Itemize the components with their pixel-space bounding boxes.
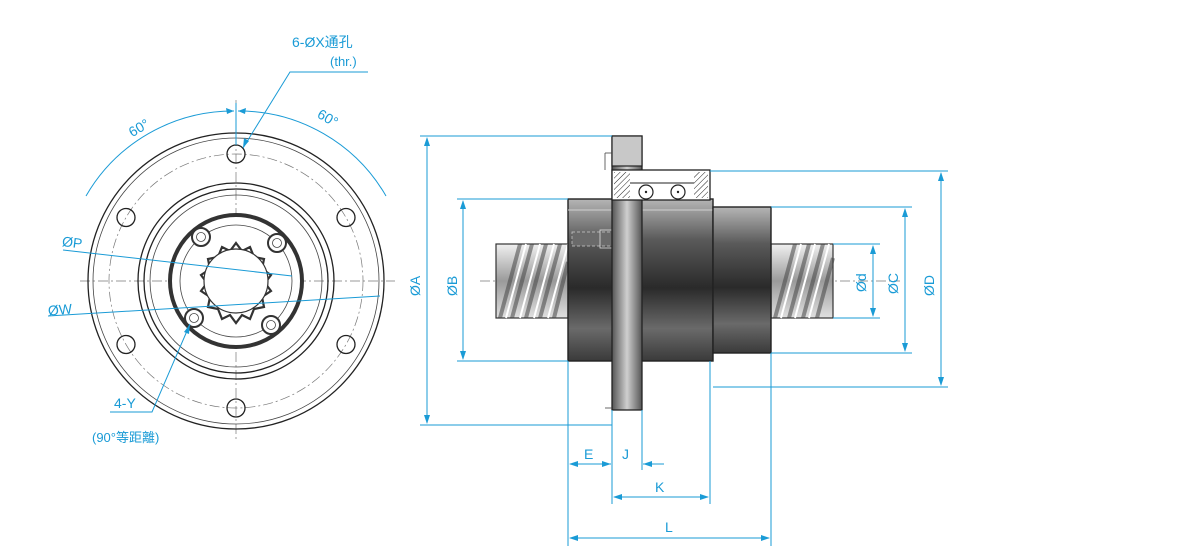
angle-arc-left <box>85 110 235 197</box>
side-view: ØA ØB Ød ØC ØD <box>407 135 948 546</box>
tapped-hole <box>261 315 281 335</box>
arrow-head <box>460 200 466 209</box>
flange-top-section <box>611 135 643 167</box>
dia-p-label: ØP <box>61 233 83 251</box>
screw-shaft-right <box>770 243 835 319</box>
through-hole <box>336 207 356 228</box>
angle-right-label: 60° <box>315 106 341 130</box>
body-outer-circle <box>137 182 335 380</box>
arrow-head <box>902 208 908 217</box>
angle-arc-right <box>237 110 387 197</box>
arrow-head <box>870 245 876 254</box>
arrow-head <box>424 415 430 424</box>
len-l-label: L <box>665 519 673 535</box>
through-hole <box>226 398 246 418</box>
arrow-head <box>938 172 944 181</box>
wiper-inner <box>179 224 293 338</box>
tapped-note-label: (90°等距離) <box>92 430 159 445</box>
dia-w-label: ØW <box>47 300 73 318</box>
tapped-leader <box>110 323 191 413</box>
through-hole <box>116 334 136 355</box>
through-hole <box>116 207 136 228</box>
arrow-head <box>460 351 466 360</box>
holes-thr-label: (thr.) <box>330 54 357 69</box>
arrow-head <box>902 343 908 352</box>
tapped-hole <box>267 233 287 253</box>
body-ring-1 <box>143 188 329 374</box>
arrow-head <box>569 461 578 467</box>
screw-shaft-left <box>495 243 570 319</box>
tapped-hole <box>191 227 211 247</box>
dia-w-line <box>47 295 381 317</box>
body-ring-2 <box>149 194 323 368</box>
dia-b-label: ØB <box>444 276 460 296</box>
through-hole <box>336 334 356 355</box>
arrow-head <box>870 308 876 317</box>
holes-label: 6-ØX通孔 <box>292 34 353 50</box>
arrow-head <box>613 494 622 500</box>
arrow-head <box>643 461 652 467</box>
arrow-head <box>700 494 709 500</box>
len-e-label: E <box>584 446 593 462</box>
arrow-head <box>424 137 430 146</box>
dia-p-line <box>62 249 293 277</box>
dia-d-large-label: ØD <box>921 275 937 296</box>
dia-a-label: ØA <box>407 275 423 296</box>
ball-center <box>644 190 648 194</box>
arrow-head <box>226 108 234 114</box>
holes-leader <box>242 71 368 149</box>
section-hatch-left <box>614 172 630 198</box>
arrow-head <box>569 535 578 541</box>
arrow-head <box>184 324 190 334</box>
tapped-hole <box>184 308 204 328</box>
angle-left-label: 60° <box>126 115 152 139</box>
nut-end-cap <box>712 206 772 354</box>
len-j-label: J <box>622 446 629 462</box>
arrow-head <box>938 377 944 386</box>
screw-core <box>203 248 269 314</box>
bolt-circle <box>108 153 364 409</box>
dia-d-small-label: Ød <box>853 273 869 292</box>
section-hatch-right <box>694 172 708 198</box>
arrow-head <box>243 138 249 148</box>
tapped-label: 4-Y <box>114 395 136 411</box>
arrow-head <box>238 108 246 114</box>
arrow-head <box>761 535 770 541</box>
len-k-label: K <box>655 479 665 495</box>
ball-center <box>676 190 680 194</box>
front-view: 60° 60° 6-ØX通孔 (thr.) ØP ØW 4-Y (90°等距離) <box>47 34 395 445</box>
dia-c-label: ØC <box>885 273 901 294</box>
